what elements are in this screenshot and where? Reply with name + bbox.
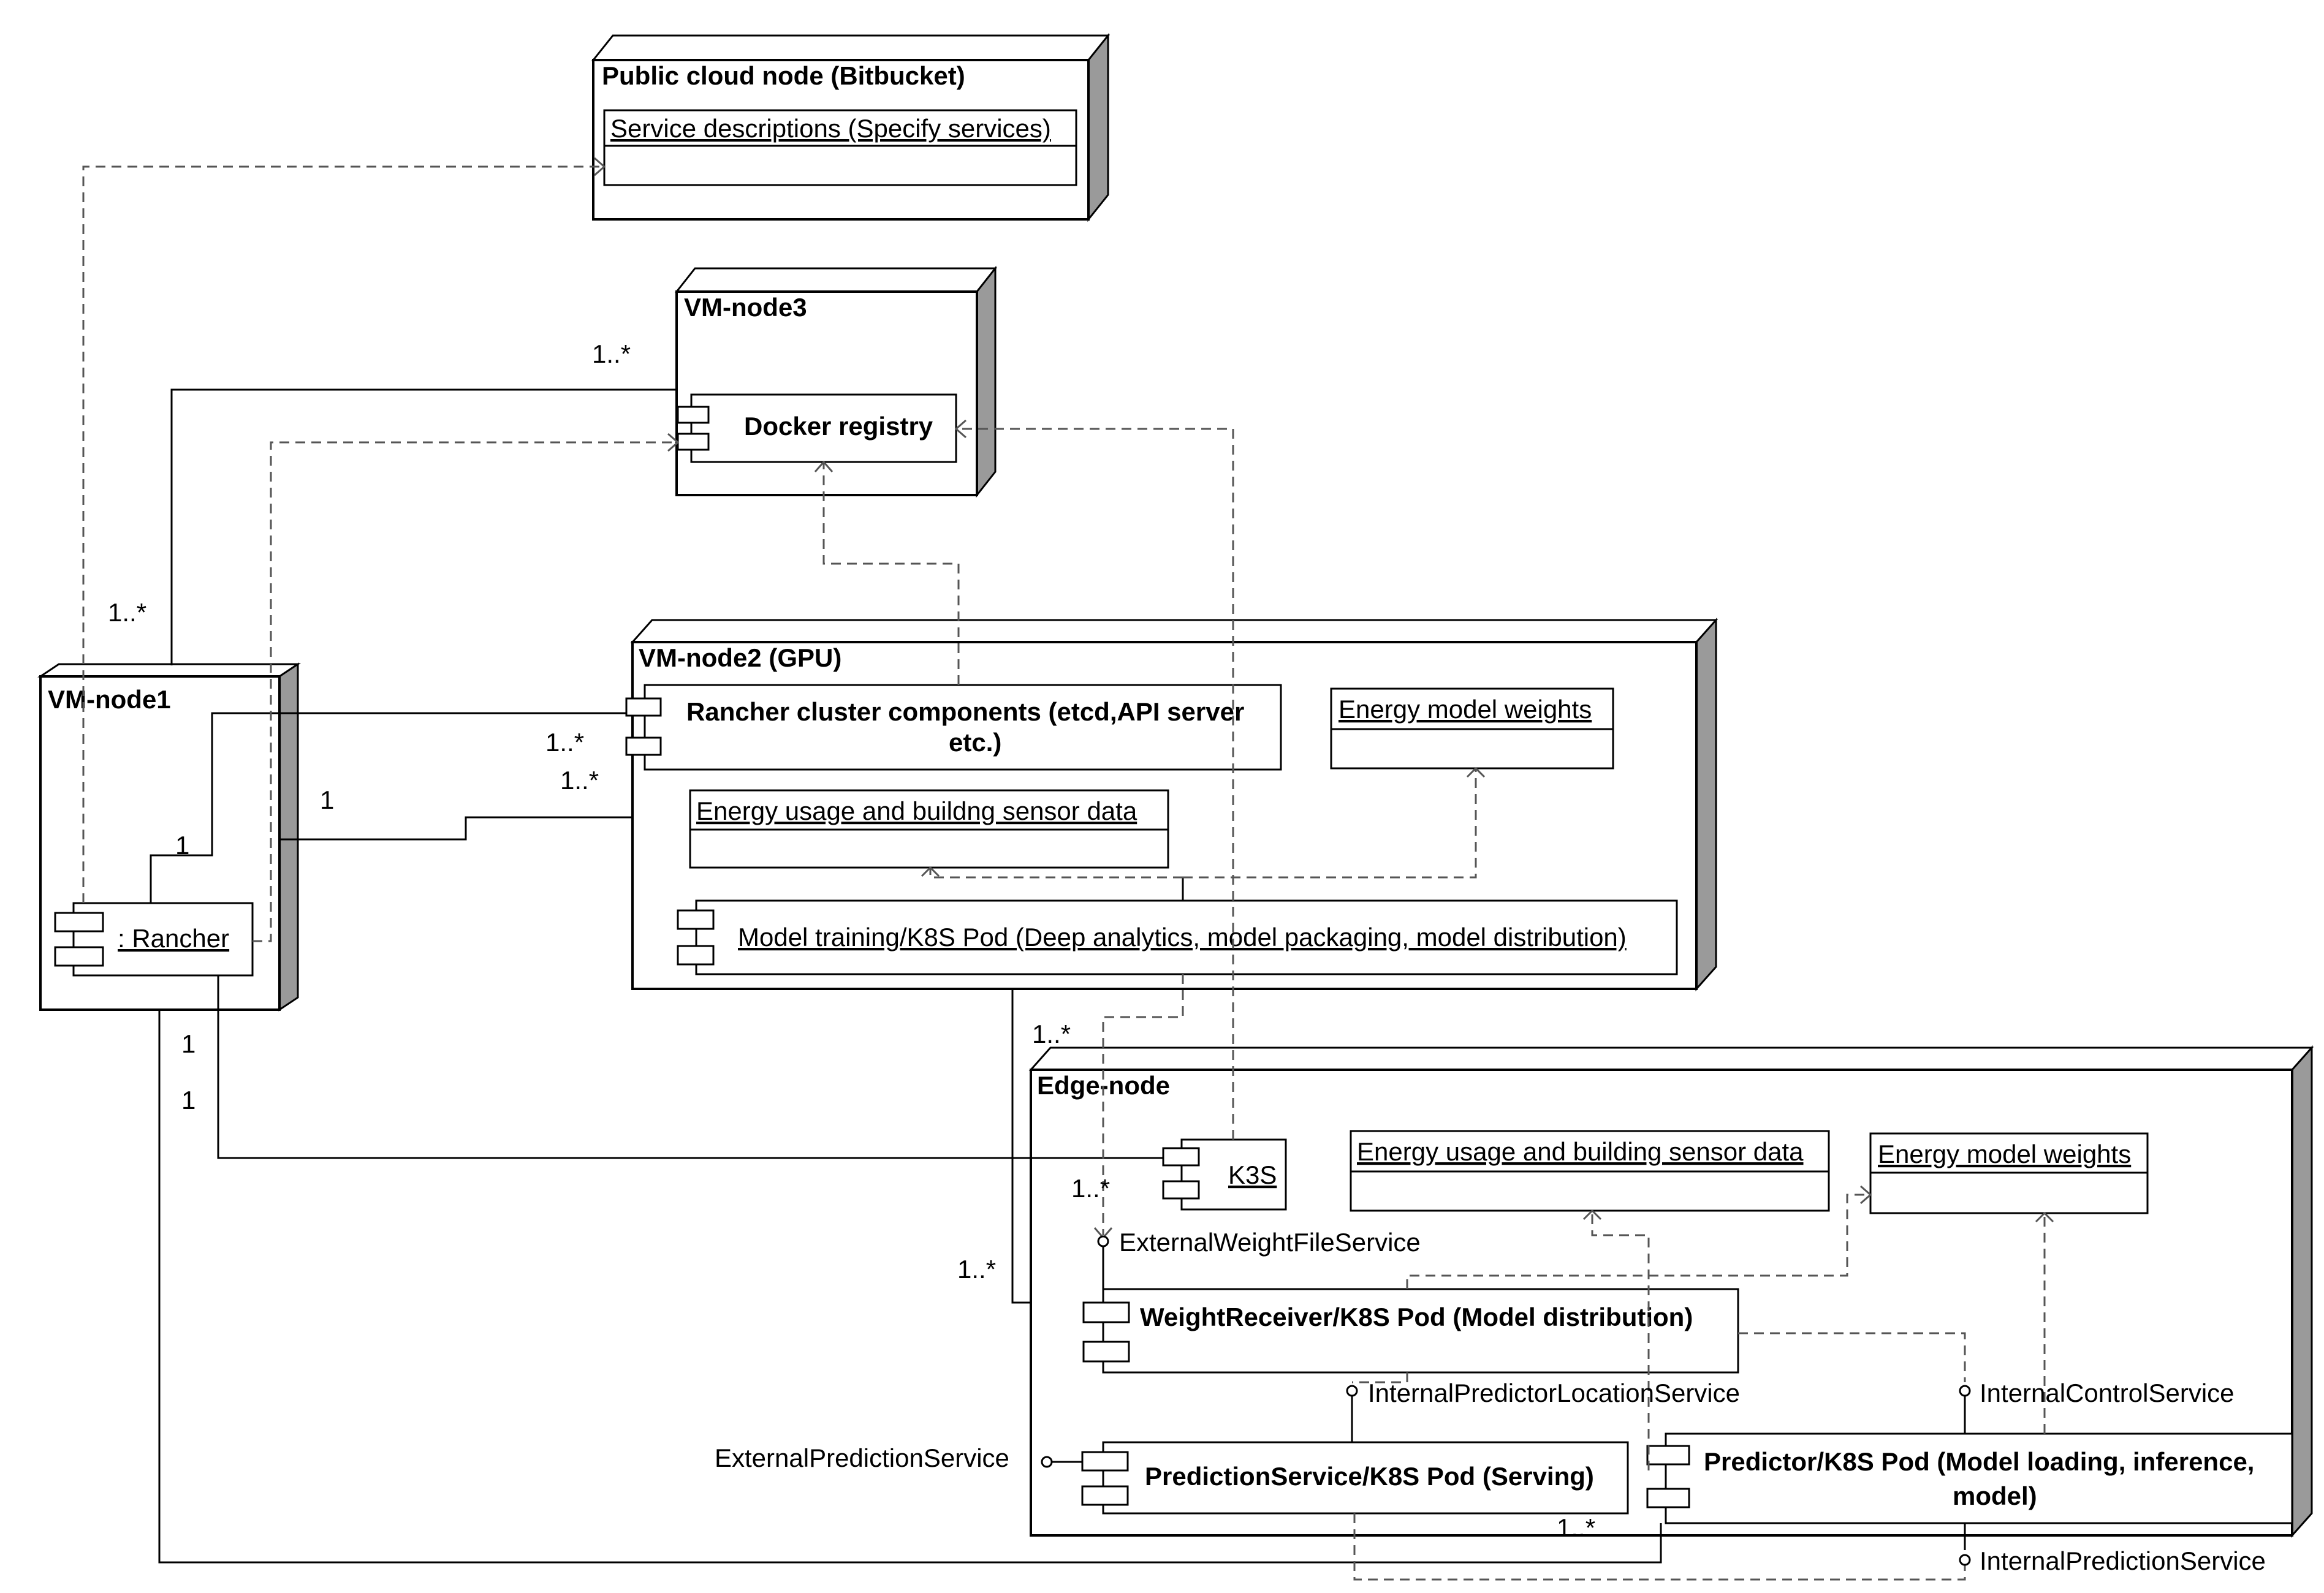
rancher-component: : Rancher bbox=[118, 924, 229, 953]
k3s-component: K3S bbox=[1228, 1160, 1277, 1189]
internal-prediction-socket-icon bbox=[1959, 1554, 1971, 1566]
multiplicity-label: 1..* bbox=[1557, 1513, 1595, 1542]
internal-prediction-service-label: InternalPredictionService bbox=[1980, 1546, 2266, 1575]
internal-predictor-location-service-label: InternalPredictorLocationService bbox=[1368, 1379, 1740, 1407]
rancher-cluster-components-line1: Rancher cluster components (etcd,API ser… bbox=[686, 697, 1244, 726]
multiplicity-label: 1..* bbox=[957, 1255, 996, 1284]
edge-node: Edge-node K3S Energy usage and building … bbox=[1028, 1045, 2314, 1538]
vm2-energy-weights-artifact: Energy model weights bbox=[1339, 695, 1592, 724]
rancher-cluster-components-line2: etc.) bbox=[949, 728, 1001, 757]
external-weight-file-service-label: ExternalWeightFileService bbox=[1119, 1228, 1421, 1257]
external-prediction-service-label: ExternalPredictionService bbox=[715, 1444, 1009, 1472]
multiplicity-label: 1 bbox=[181, 1029, 196, 1058]
interface-labels: ExternalWeightFileService InternalPredic… bbox=[715, 1228, 2266, 1575]
multiplicity-label: 1 bbox=[320, 785, 334, 814]
docker-registry-component: Docker registry bbox=[744, 412, 933, 441]
multiplicity-label: 1..* bbox=[108, 598, 146, 627]
internal-control-socket-icon bbox=[1959, 1385, 1971, 1397]
edge-energy-weights-artifact: Energy model weights bbox=[1878, 1140, 2131, 1168]
interface-sockets bbox=[1041, 1235, 1971, 1566]
multiplicity-labels: 1..* 1..* 1..* 1..* 1 1 1 1 1..* 1..* 1.… bbox=[108, 339, 1595, 1542]
vm-node3-title: VM-node3 bbox=[684, 293, 807, 322]
internal-predictor-location-socket-icon bbox=[1346, 1385, 1358, 1397]
external-weight-socket-icon bbox=[1097, 1235, 1109, 1247]
weight-receiver-pod: WeightReceiver/K8S Pod (Model distributi… bbox=[1140, 1303, 1693, 1331]
prediction-service-pod: PredictionService/K8S Pod (Serving) bbox=[1145, 1462, 1594, 1491]
multiplicity-label: 1 bbox=[181, 1086, 196, 1114]
multiplicity-label: 1..* bbox=[560, 766, 599, 795]
predictor-pod-line1: Predictor/K8S Pod (Model loading, infere… bbox=[1704, 1447, 2254, 1476]
public-cloud-node-title: Public cloud node (Bitbucket) bbox=[602, 61, 965, 90]
association-lines bbox=[150, 388, 1966, 1564]
external-prediction-socket-icon bbox=[1041, 1456, 1053, 1468]
vm-node1-title: VM-node1 bbox=[48, 685, 171, 714]
predictor-pod-line2: model) bbox=[1953, 1481, 2037, 1510]
vm-node2-gpu: VM-node2 (GPU) Rancher cluster component… bbox=[625, 618, 1718, 991]
multiplicity-label: 1..* bbox=[1071, 1174, 1110, 1203]
vm-node2-title: VM-node2 (GPU) bbox=[639, 643, 841, 672]
vm2-energy-usage-artifact: Energy usage and buildng sensor data bbox=[696, 796, 1137, 825]
multiplicity-label: 1..* bbox=[592, 339, 631, 368]
dependency-lines bbox=[82, 157, 2054, 1581]
model-training-pod: Model training/K8S Pod (Deep analytics, … bbox=[738, 923, 1627, 952]
service-descriptions-artifact: Service descriptions (Specify services) bbox=[610, 114, 1051, 143]
multiplicity-label: 1..* bbox=[545, 728, 584, 757]
multiplicity-label: 1..* bbox=[1032, 1020, 1071, 1048]
edge-energy-usage-artifact: Energy usage and building sensor data bbox=[1357, 1137, 1804, 1166]
vm-node3: VM-node3 Docker registry bbox=[674, 265, 998, 498]
vm-node1: VM-node1 : Rancher bbox=[37, 662, 301, 1012]
multiplicity-label: 1 bbox=[175, 831, 189, 860]
public-cloud-node: Public cloud node (Bitbucket) Service de… bbox=[591, 32, 1111, 222]
internal-control-service-label: InternalControlService bbox=[1980, 1379, 2235, 1407]
